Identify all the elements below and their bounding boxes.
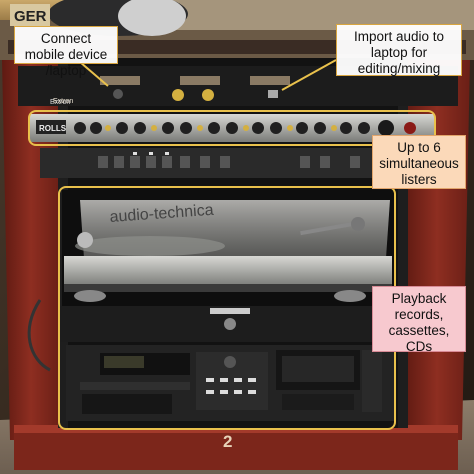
svg-text:GER: GER [14,8,47,25]
headphone-amp-outline [28,110,436,146]
playback-equipment-outline [58,186,396,430]
callout-listeners-label: Up to 6 simultaneous listers [372,135,466,189]
extron-label: Extron [53,98,74,105]
unit-number: 2 [223,432,233,451]
rolls-logo-print: ROLLS [39,124,67,133]
callout-import-label: Import audio to laptop for editing/mixin… [336,24,462,76]
callout-playback-label: Playback records, cassettes, CDs [372,286,466,354]
callout-connect-label: Connect mobile device /laptop [14,26,118,78]
svg-text:Extron: Extron [50,99,70,106]
